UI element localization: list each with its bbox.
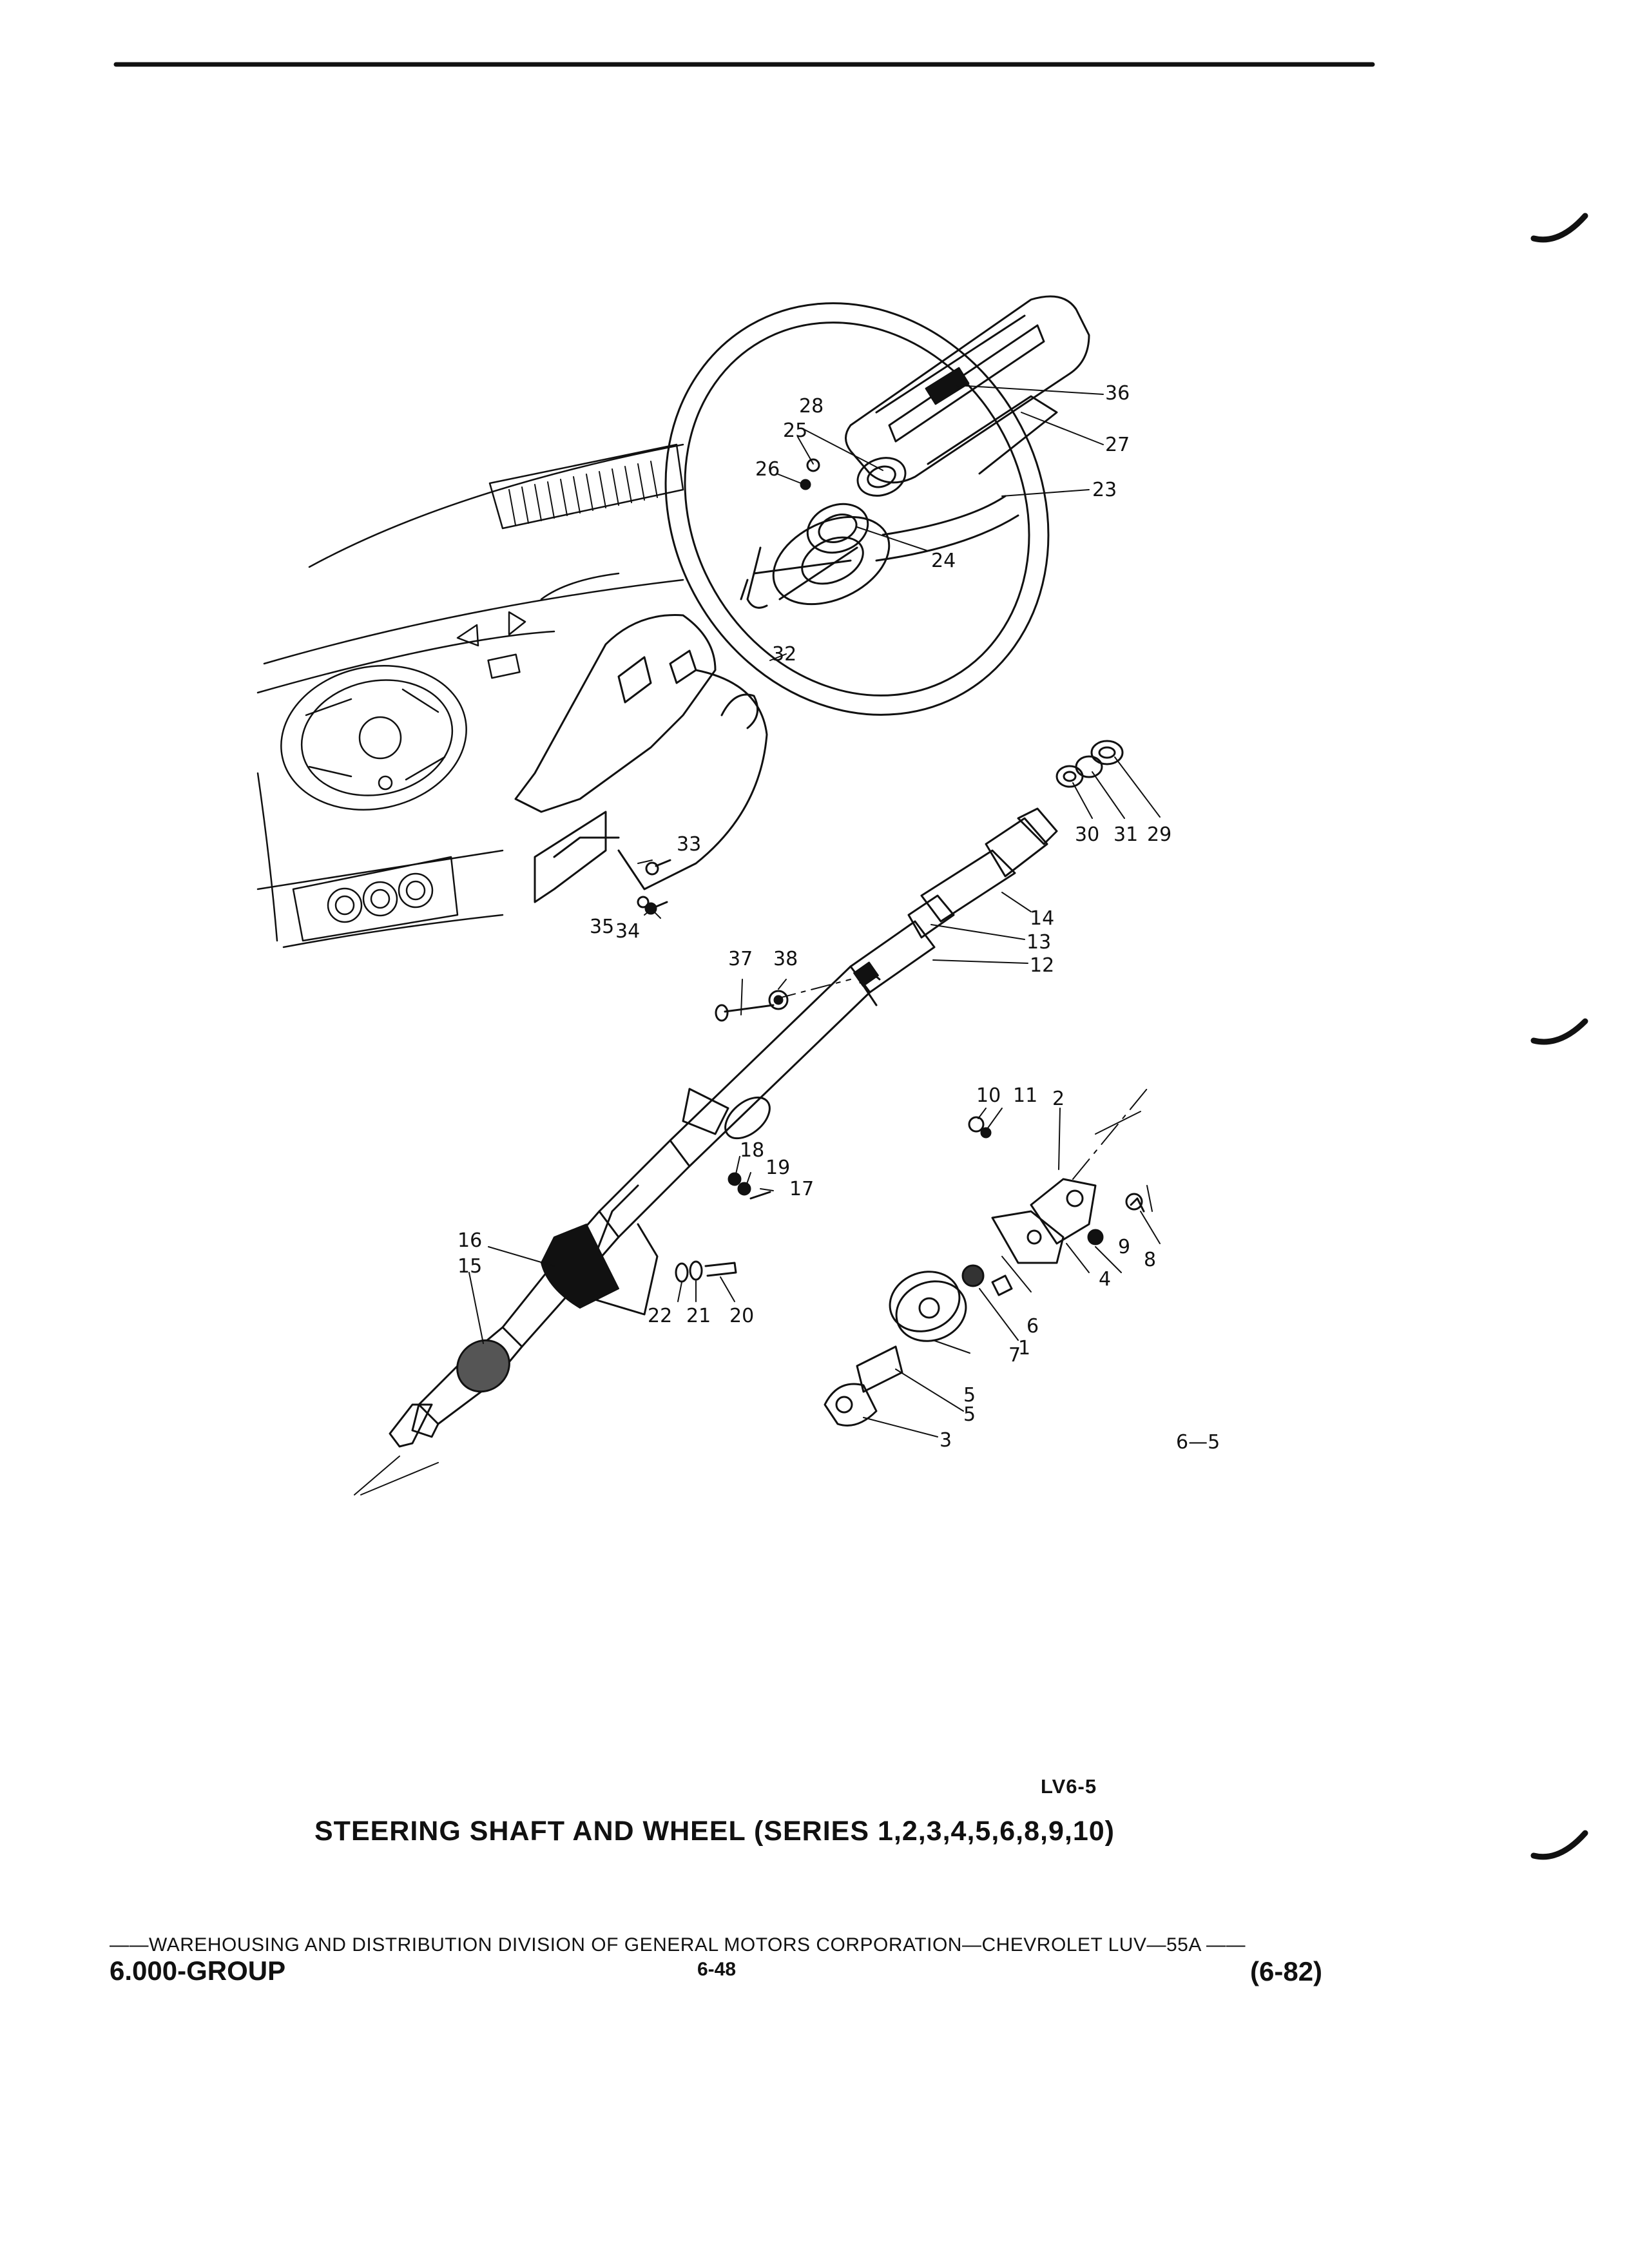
callout-9: 9 (1118, 1236, 1130, 1258)
callout-13: 13 (1027, 931, 1051, 954)
callout-24: 24 (931, 550, 956, 572)
figure-caption: STEERING SHAFT AND WHEEL (SERIES 1,2,3,4… (314, 1816, 1115, 1847)
footer-date: (6-82) (1250, 1956, 1323, 1986)
callout-15: 15 (458, 1255, 482, 1278)
callout-27: 27 (1105, 434, 1130, 456)
leader-lines (468, 385, 1161, 1437)
callout-18: 18 (740, 1139, 764, 1162)
figure-code: LV6-5 (1041, 1775, 1097, 1798)
callout-22: 22 (648, 1305, 672, 1327)
callout-33: 33 (677, 833, 701, 856)
mount-bolt (675, 1260, 737, 1283)
callout-28: 28 (799, 395, 824, 418)
callout-4: 4 (1099, 1268, 1111, 1291)
callout-11: 11 (1013, 1084, 1037, 1107)
callout-20: 20 (729, 1305, 754, 1327)
contact-ring (818, 514, 858, 543)
callout-29: 29 (1147, 823, 1171, 846)
callout-34: 34 (615, 920, 640, 943)
footer-credit: ——WAREHOUSING AND DISTRIBUTION DIVISION … (110, 1934, 1246, 1956)
horn-pad (845, 295, 1090, 484)
callout-35: 35 (590, 916, 614, 938)
callout-14: 14 (1030, 907, 1054, 930)
callout-25: 25 (783, 419, 807, 442)
screw-icon (800, 479, 811, 490)
cancel-cam (867, 465, 896, 488)
callout-17: 17 (789, 1178, 814, 1200)
shaft-end-nut (1055, 740, 1124, 788)
callout-10: 10 (976, 1084, 1001, 1107)
center-line (776, 979, 851, 999)
edge-mark (1530, 1830, 1588, 1860)
clamp-bolt (728, 1172, 771, 1200)
center-line (354, 1456, 439, 1495)
footer-group: 6.000-GROUP (110, 1956, 286, 1986)
callout-2: 2 (1052, 1088, 1065, 1110)
callout-37: 37 (728, 948, 753, 970)
callout-3: 3 (940, 1429, 952, 1452)
callout-23: 23 (1092, 479, 1117, 501)
cancel-cam (856, 457, 907, 497)
callout-38: 38 (773, 948, 798, 970)
edge-mark (1530, 1018, 1588, 1045)
callout-19: 19 (766, 1157, 790, 1179)
bracket-bolt (715, 990, 789, 1022)
dashboard (256, 443, 684, 948)
callout-5a: 5 (963, 1403, 976, 1426)
steering-column (389, 807, 1058, 1448)
callout-32: 32 (772, 643, 796, 666)
callout-26: 26 (755, 458, 780, 481)
contact-ring (806, 503, 869, 554)
callouts: 1 2 3 4 5 5 6 7 8 9 10 11 12 13 14 15 16… (458, 382, 1220, 1454)
callout-6: 6 (1027, 1315, 1039, 1338)
callout-8: 8 (1144, 1249, 1156, 1271)
callout-21: 21 (686, 1305, 711, 1327)
center-line (1072, 1088, 1148, 1180)
view-number: 6—5 (1176, 1431, 1220, 1454)
steering-wheel (664, 302, 1050, 716)
callout-16: 16 (458, 1229, 482, 1252)
flexible-coupling (824, 1116, 1145, 1427)
callout-12: 12 (1030, 954, 1054, 977)
edge-mark (1530, 213, 1588, 243)
callout-31: 31 (1113, 823, 1138, 846)
center-line (1095, 1111, 1141, 1135)
column-shroud (514, 614, 768, 903)
callout-30: 30 (1075, 823, 1099, 846)
callout-36: 36 (1105, 382, 1130, 405)
page-number: 6-48 (697, 1959, 737, 1980)
callout-7: 7 (1008, 1344, 1021, 1367)
screw-icon (806, 458, 820, 472)
callout-5b: 5 (963, 1384, 976, 1407)
callout-1: 1 (1018, 1337, 1030, 1360)
